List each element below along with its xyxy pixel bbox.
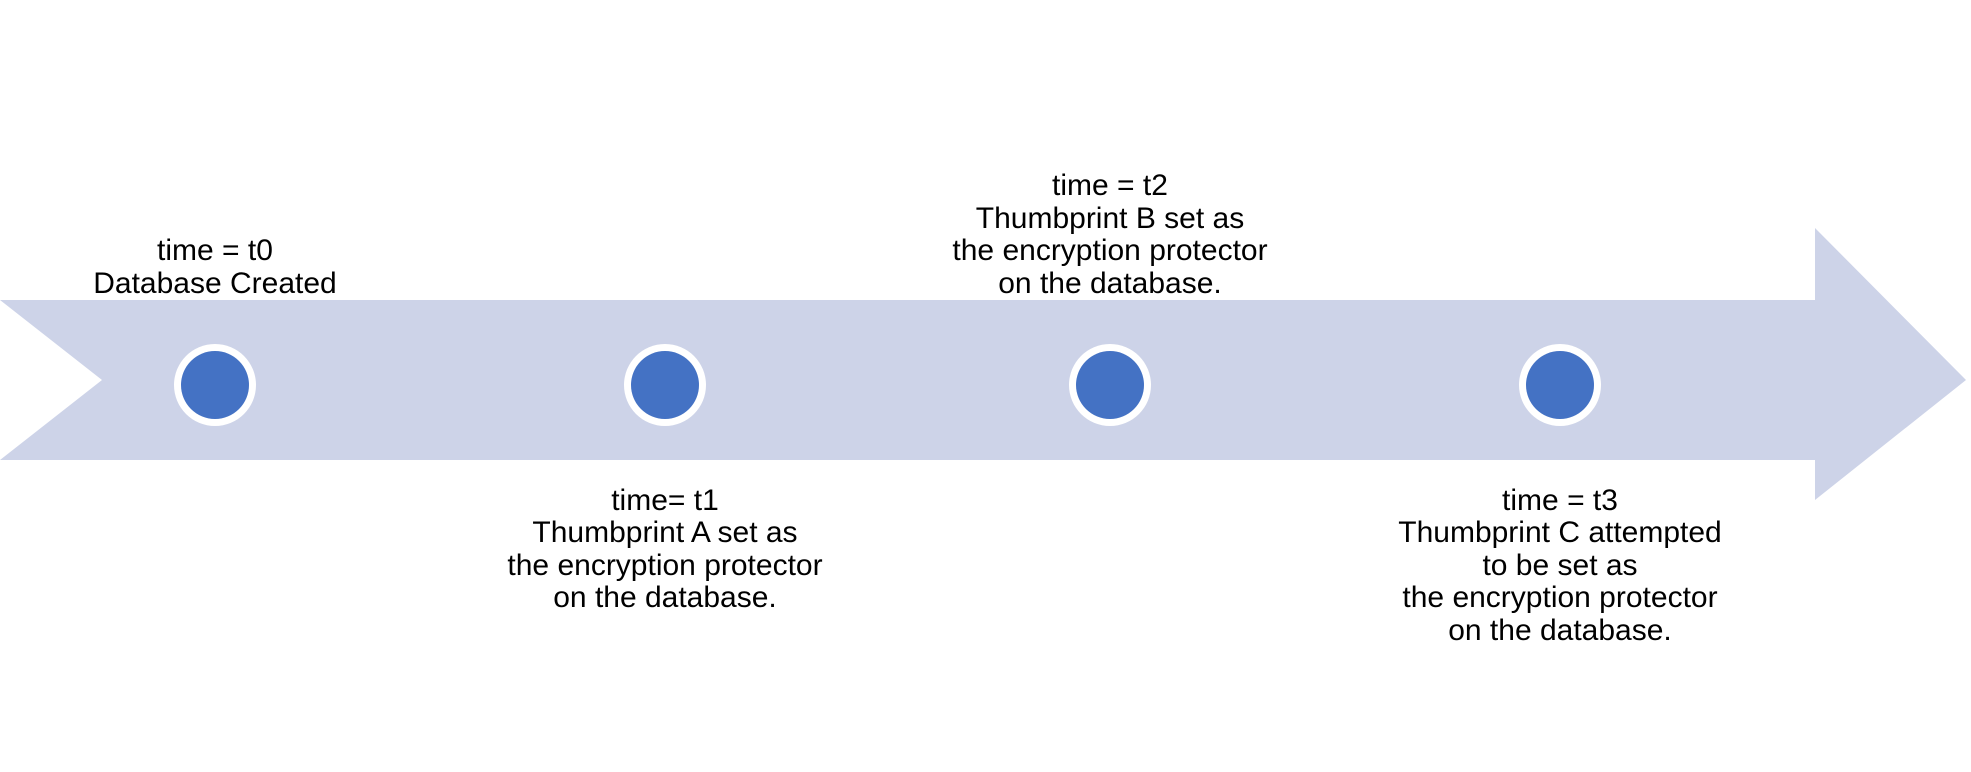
milestone-label-t0-line-0: time = t0	[157, 234, 273, 268]
milestone-label-t3-line-1: Thumbprint C attempted	[1398, 516, 1722, 550]
milestone-label-t1-line-1: Thumbprint A set as	[532, 516, 798, 550]
milestone-label-t0-line-1: Database Created	[93, 266, 337, 300]
milestone-label-t0: time = t0 Database Created	[93, 234, 337, 300]
milestone-dot-t2[interactable]	[1076, 351, 1144, 419]
milestone-label-t2-line-1: Thumbprint B set as	[975, 201, 1245, 235]
milestone-label-t3-line-3: the encryption protector	[1402, 581, 1718, 615]
milestone-label-t2-line-3: on the database.	[998, 266, 1222, 300]
milestone-label-t2-line-2: the encryption protector	[952, 234, 1268, 268]
milestone-dot-t0[interactable]	[181, 351, 249, 419]
milestone-label-t3: time = t3 Thumbprint C attempted to be s…	[1398, 484, 1722, 647]
milestone-label-t1-line-0: time= t1	[611, 484, 719, 517]
milestone-label-t3-line-4: on the database.	[1448, 613, 1672, 647]
milestone-dot-t1[interactable]	[631, 351, 699, 419]
milestone-dot-t3[interactable]	[1526, 351, 1594, 419]
milestone-label-t2-line-0: time = t2	[1052, 169, 1168, 203]
milestone-label-t1-line-2: the encryption protector	[507, 548, 823, 582]
milestone-label-t1: time= t1 Thumbprint A set as the encrypt…	[507, 484, 823, 615]
milestone-label-t1-line-3: on the database.	[553, 581, 777, 615]
milestone-label-t3-line-0: time = t3	[1502, 484, 1618, 517]
milestone-label-t2: time = t2 Thumbprint B set as the encryp…	[952, 170, 1267, 300]
milestone-label-t3-line-2: to be set as	[1482, 548, 1638, 582]
